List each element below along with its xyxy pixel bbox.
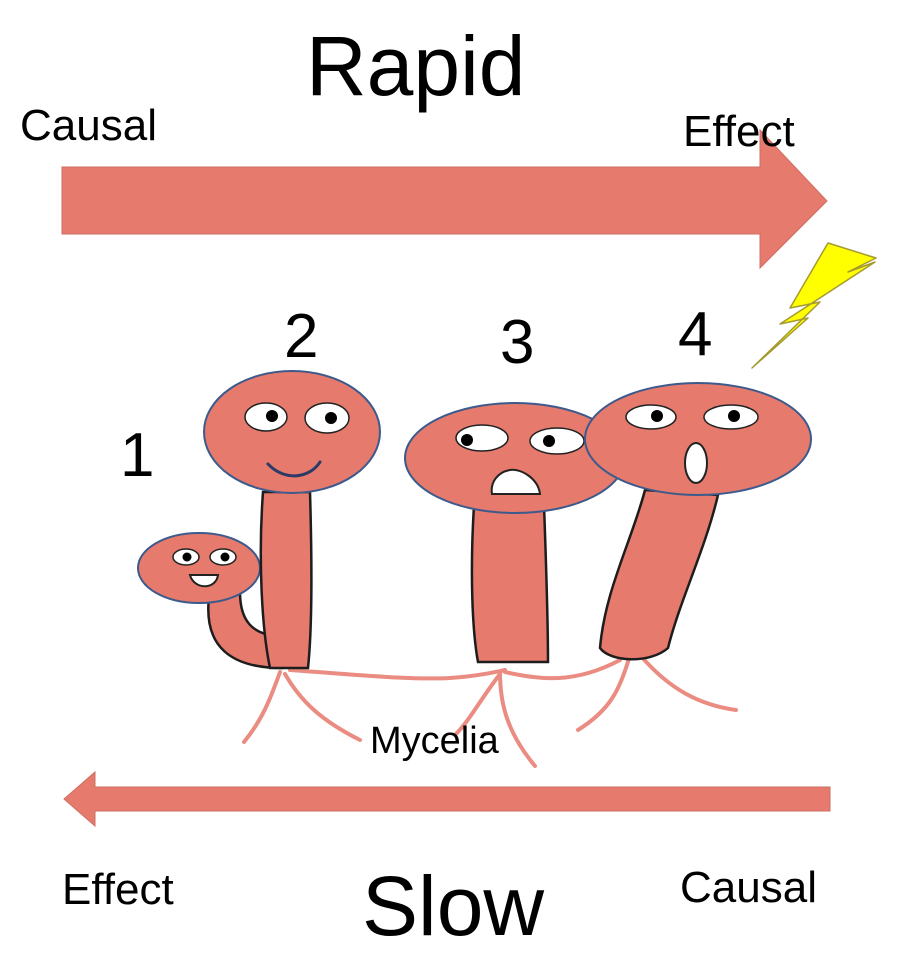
mushroom-2-cap — [203, 370, 381, 494]
slow-arrow — [63, 770, 831, 828]
bottom-effect-label: Effect — [62, 865, 174, 914]
mycelia-label: Mycelia — [370, 720, 499, 762]
mushroom-3-stem — [470, 503, 550, 664]
mushroom-1-cap — [137, 532, 261, 604]
mushroom-1-number: 1 — [120, 421, 155, 490]
mushroom-4 — [584, 382, 812, 661]
rapid-title: Rapid — [306, 19, 526, 113]
lightning-bolt-icon — [751, 242, 877, 369]
bottom-causal-label: Causal — [680, 863, 817, 912]
mushroom-2 — [203, 370, 381, 670]
mycelia-network — [242, 653, 738, 768]
rapid-arrow — [61, 128, 828, 270]
slow-title: Slow — [362, 859, 545, 953]
mushroom-4-number: 4 — [678, 300, 713, 369]
mushroom-4-stem — [598, 488, 720, 661]
mushroom-3 — [404, 402, 626, 664]
top-causal-label: Causal — [20, 101, 157, 150]
top-effect-label: Effect — [683, 107, 795, 156]
mushroom-2-number: 2 — [284, 302, 319, 371]
mushroom-2-stem — [259, 490, 313, 670]
mushroom-3-number: 3 — [500, 308, 535, 377]
